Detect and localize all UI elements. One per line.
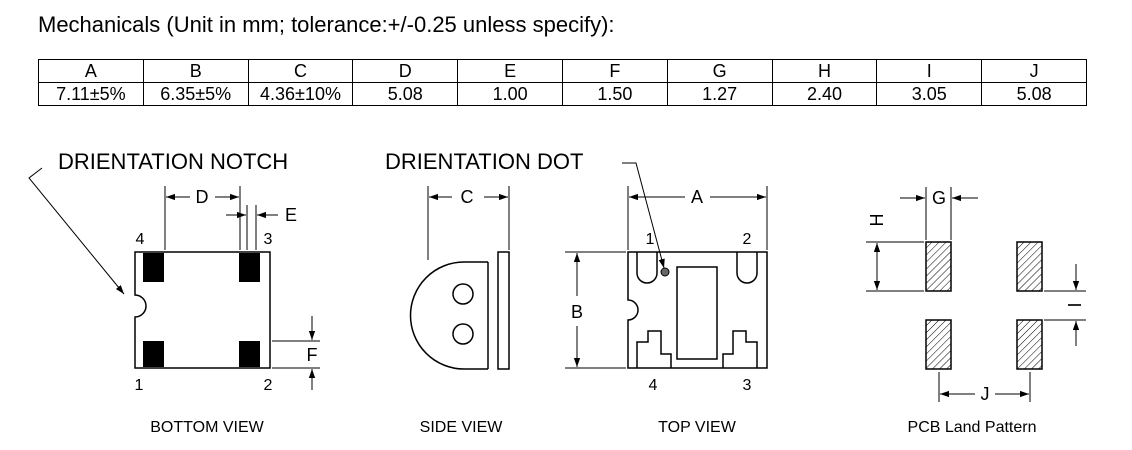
dim-a-label: A bbox=[691, 187, 703, 207]
land-pad-bottom-right bbox=[1016, 319, 1043, 370]
value-b: 6.35±5% bbox=[142, 82, 249, 106]
side-view-plate bbox=[497, 251, 510, 370]
bottom-view: D E F 4 3 1 2 BOTTOM VIEW bbox=[134, 186, 320, 436]
pad-1 bbox=[143, 341, 164, 367]
top-notch-2 bbox=[736, 252, 758, 284]
dim-g-label: G bbox=[932, 188, 946, 208]
header-j: J bbox=[981, 59, 1087, 83]
table-header-row: A B C D E F G H I J bbox=[38, 59, 1087, 83]
header-e: E bbox=[457, 59, 563, 83]
value-i: 3.05 bbox=[876, 82, 983, 106]
dim-e-label: E bbox=[285, 205, 297, 225]
top-pin-2: 2 bbox=[743, 231, 752, 248]
dim-b-label: B bbox=[571, 302, 583, 322]
bottom-pin-3: 3 bbox=[264, 231, 273, 248]
top-view-caption: TOP VIEW bbox=[658, 419, 737, 436]
top-pin-1: 1 bbox=[646, 231, 655, 248]
value-a: 7.11±5% bbox=[38, 82, 144, 106]
top-pin-4: 4 bbox=[649, 377, 658, 394]
value-d: 5.08 bbox=[352, 82, 459, 106]
value-g: 1.27 bbox=[666, 82, 773, 106]
dimension-table: A B C D E F G H I J 7.11±5% 6.35±5% 4.36… bbox=[38, 59, 1087, 106]
table-value-row: 7.11±5% 6.35±5% 4.36±10% 5.08 1.00 1.50 … bbox=[38, 82, 1087, 106]
land-pad-bottom-left bbox=[925, 319, 952, 370]
side-hole-top bbox=[452, 283, 474, 305]
pad-2 bbox=[239, 341, 260, 367]
top-view: A B 1 2 4 3 TOP VIEW bbox=[565, 186, 768, 436]
value-h: 2.40 bbox=[771, 82, 878, 106]
dot-leader bbox=[622, 162, 665, 269]
header-h: H bbox=[771, 59, 878, 83]
orientation-dot bbox=[660, 267, 670, 277]
bottom-view-caption: BOTTOM VIEW bbox=[150, 419, 264, 436]
pcb-caption: PCB Land Pattern bbox=[908, 419, 1037, 436]
header-c: C bbox=[247, 59, 354, 83]
dim-c-label: C bbox=[461, 187, 474, 207]
top-pad-3 bbox=[722, 330, 758, 368]
notch-callout: DRIENTATION NOTCH bbox=[28, 149, 288, 295]
side-view-caption: SIDE VIEW bbox=[420, 419, 504, 436]
bottom-pin-1: 1 bbox=[135, 377, 144, 394]
header-a: A bbox=[38, 59, 144, 83]
pad-3 bbox=[239, 253, 260, 282]
top-pin-3: 3 bbox=[743, 377, 752, 394]
side-view: C SIDE VIEW bbox=[409, 186, 510, 436]
value-j: 5.08 bbox=[981, 82, 1087, 106]
header-g: G bbox=[666, 59, 773, 83]
top-notch-1 bbox=[636, 252, 658, 284]
value-c: 4.36±10% bbox=[247, 82, 354, 106]
value-f: 1.50 bbox=[561, 82, 668, 106]
notch-label: DRIENTATION NOTCH bbox=[58, 149, 288, 174]
dim-h-label: H bbox=[867, 214, 887, 227]
header-f: F bbox=[561, 59, 668, 83]
bottom-view-body bbox=[134, 251, 271, 369]
pcb-land-pattern: G H I J PCB Land Pattern bbox=[866, 187, 1086, 436]
dim-i-label: I bbox=[1065, 302, 1085, 307]
notch-leader bbox=[28, 167, 125, 295]
side-hole-bottom bbox=[452, 323, 474, 345]
dim-f-label: F bbox=[307, 345, 318, 365]
land-pad-top-right bbox=[1016, 241, 1043, 292]
top-view-body bbox=[627, 251, 768, 369]
dim-j-label: J bbox=[981, 384, 990, 404]
top-view-window bbox=[676, 266, 718, 360]
bottom-pin-4: 4 bbox=[136, 231, 145, 248]
side-view-body bbox=[409, 261, 488, 370]
bottom-pin-2: 2 bbox=[264, 377, 273, 394]
pad-4 bbox=[143, 253, 164, 282]
dot-callout: DRIENTATION DOT bbox=[385, 149, 665, 269]
land-pad-top-left bbox=[925, 241, 952, 292]
dim-d-label: D bbox=[196, 187, 209, 207]
top-pad-4 bbox=[636, 330, 672, 368]
page-title: Mechanicals (Unit in mm; tolerance:+/-0.… bbox=[38, 12, 615, 37]
dot-label: DRIENTATION DOT bbox=[385, 149, 583, 174]
